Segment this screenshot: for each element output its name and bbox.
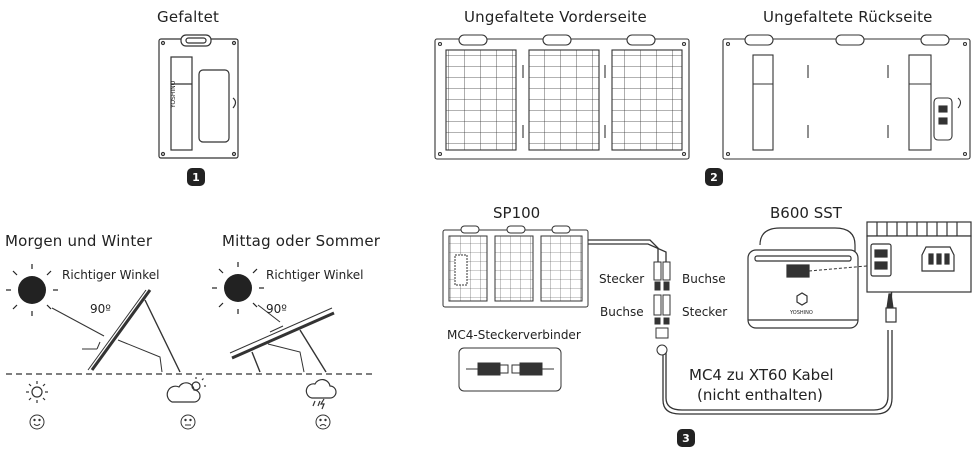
- socket-label-top: Buchse: [682, 272, 726, 286]
- folded-panel: [158, 34, 239, 159]
- correct-angle-label-2: Richtiger Winkel: [266, 268, 364, 282]
- front-label: Ungefaltete Vorderseite: [464, 8, 647, 26]
- sp100-label: SP100: [493, 204, 541, 222]
- brand-text: YOSHINO: [170, 80, 177, 108]
- morning-winter-label: Morgen und Winter: [5, 232, 153, 250]
- sun-icon: [6, 264, 58, 316]
- sun-icon: [212, 262, 264, 314]
- back-panel: [722, 34, 971, 160]
- step-badge-3: 3: [677, 429, 695, 447]
- plug-label-bottom: Stecker: [682, 305, 728, 319]
- mc4-connector-pair: [653, 261, 671, 356]
- plug-label-top: Stecker: [599, 272, 645, 286]
- panel-shallow: [229, 304, 335, 373]
- socket-label-bottom: Buchse: [600, 305, 644, 319]
- back-label: Ungefaltete Rückseite: [763, 8, 933, 26]
- partly-cloudy-icon: [166, 377, 206, 403]
- sunny-weather-icon: [26, 381, 48, 403]
- step-badge-2: 2: [705, 168, 723, 186]
- noon-summer-label: Mittag oder Sommer: [222, 232, 381, 250]
- neutral-face-icon: [180, 414, 196, 430]
- step-badge-1: 1: [187, 168, 205, 186]
- b600-label: B600 SST: [770, 204, 842, 222]
- angle-degree-2: 90º: [266, 302, 287, 316]
- panel-steep: [51, 289, 181, 373]
- device-brand: YOSHINO: [790, 310, 813, 316]
- cable-label-line1: MC4 zu XT60 Kabel: [689, 366, 834, 384]
- folded-label: Gefaltet: [157, 8, 220, 26]
- angle-degree-1: 90º: [90, 302, 111, 316]
- front-panel: [434, 34, 690, 160]
- sp100-panel: [442, 225, 589, 308]
- mc4-connector-illustration: [458, 347, 562, 392]
- mc4-connector-label: MC4-Steckerverbinder: [447, 328, 581, 342]
- storm-icon: [305, 378, 337, 410]
- port-detail-panel: [866, 221, 972, 323]
- cable-label-line2: (nicht enthalten): [697, 386, 823, 404]
- correct-angle-label-1: Richtiger Winkel: [62, 268, 160, 282]
- happy-face-icon: [29, 414, 45, 430]
- sad-face-icon: [315, 414, 331, 430]
